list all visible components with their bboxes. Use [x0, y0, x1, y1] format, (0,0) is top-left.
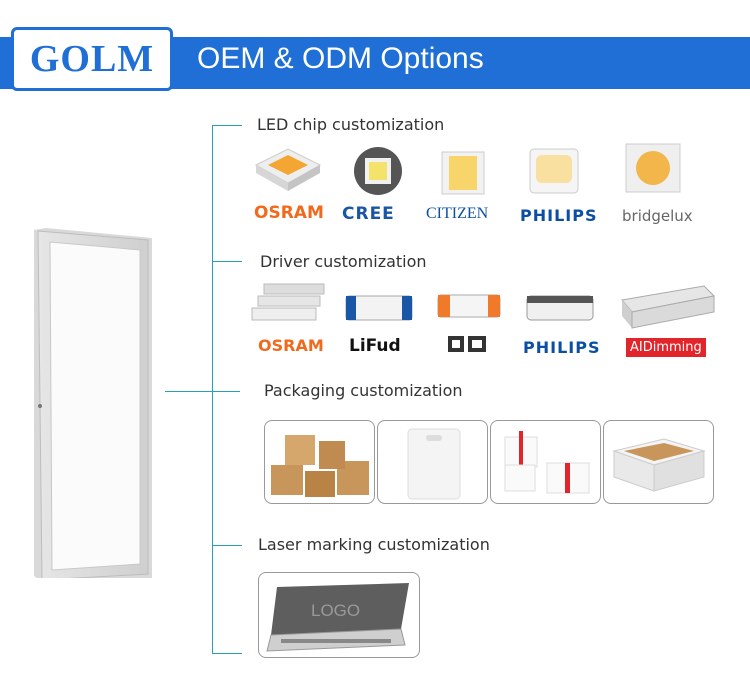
- brand-philips-driver: PHILIPS: [523, 338, 601, 357]
- brand-osram-led: OSRAM: [254, 203, 324, 223]
- cree-led-chip-image: [345, 145, 411, 197]
- connector-laser: [212, 545, 242, 546]
- osram-driver-image: [250, 282, 328, 326]
- brand-bridgelux: bridgelux: [622, 207, 693, 225]
- brand-cree: CREE: [342, 204, 395, 224]
- brand-logo: GOLM: [11, 27, 173, 91]
- laser-logo-text: LOGO: [311, 601, 361, 620]
- chinese-brand-logo: [446, 332, 490, 356]
- brand-citizen: CITIZEN: [426, 205, 489, 222]
- philips-driver-image: [525, 290, 595, 326]
- philips-led-chip-image: [528, 147, 580, 195]
- connector-packaging: [165, 391, 240, 392]
- section-title-driver: Driver customization: [260, 252, 427, 271]
- section-title-laser: Laser marking customization: [258, 535, 490, 554]
- cardboard-boxes-image: [264, 420, 375, 504]
- panel-light-image: [34, 228, 152, 578]
- connector-led: [212, 125, 242, 126]
- laser-marking-image: LOGO: [258, 572, 420, 658]
- section-title-led: LED chip customization: [257, 115, 445, 134]
- gift-boxes-image: [490, 420, 601, 504]
- white-mailer-box-image: [603, 420, 714, 504]
- plastic-bag-image: [377, 420, 488, 504]
- timeline-vertical-line: [212, 125, 213, 653]
- chinese-brand-driver-image: [434, 287, 504, 327]
- bridgelux-led-chip-image: [624, 140, 682, 194]
- osram-led-chip-image: [252, 145, 324, 195]
- lifud-driver-image: [344, 292, 414, 326]
- page-title: OEM & ODM Options: [197, 42, 484, 75]
- connector-end: [212, 653, 242, 654]
- brand-logo-text: GOLM: [29, 38, 155, 80]
- aidimming-driver-image: [620, 284, 716, 330]
- connector-driver: [212, 261, 242, 262]
- brand-aidimming: AIDimming: [626, 338, 706, 357]
- section-title-packaging: Packaging customization: [264, 381, 463, 400]
- brand-philips-led: PHILIPS: [520, 206, 598, 225]
- citizen-led-chip-image: [440, 150, 486, 196]
- brand-osram-driver: OSRAM: [258, 336, 324, 355]
- brand-lifud: LiFud: [349, 336, 401, 356]
